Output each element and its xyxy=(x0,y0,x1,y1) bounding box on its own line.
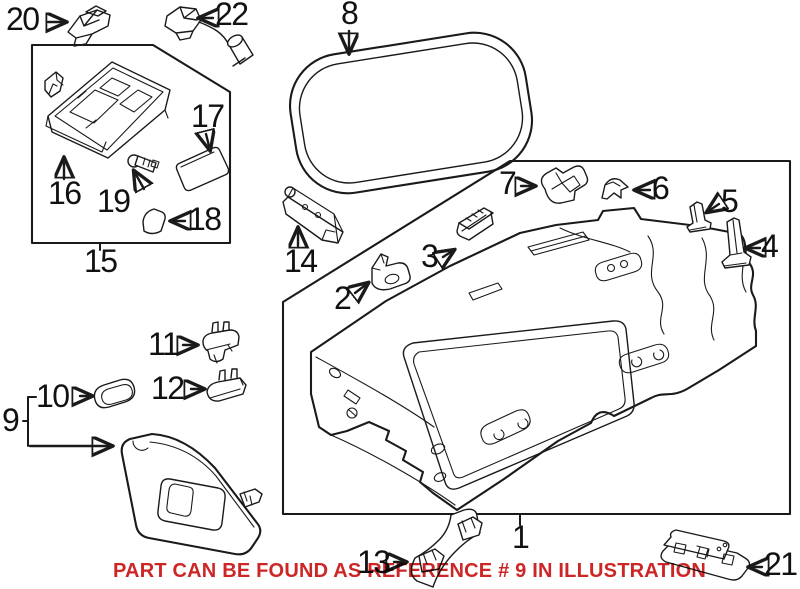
callout-1: 1 xyxy=(512,519,530,555)
part-12-hook-drawing xyxy=(206,368,247,402)
part-20-clip-drawing xyxy=(67,5,111,47)
group-box-15 xyxy=(30,43,232,245)
callout-11: 11 xyxy=(148,326,180,362)
callout-2: 2 xyxy=(334,280,352,316)
part-3-clip-drawing xyxy=(456,207,494,241)
callout-16: 16 xyxy=(48,175,82,211)
callout-10: 10 xyxy=(36,378,70,414)
callout-12: 12 xyxy=(151,370,185,406)
callout-20: 20 xyxy=(6,1,40,37)
part-14-lamp-drawing xyxy=(282,186,344,244)
callout-22: 22 xyxy=(215,0,249,32)
callout-15: 15 xyxy=(84,243,118,279)
part-11-clip-drawing xyxy=(202,321,240,364)
callout-21: 21 xyxy=(764,546,798,582)
callout-18: 18 xyxy=(188,201,222,237)
part-22-sensor-drawing xyxy=(164,6,254,67)
callout-4: 4 xyxy=(761,228,779,264)
callout-17: 17 xyxy=(191,98,225,134)
callout-6: 6 xyxy=(652,170,670,206)
callout-13: 13 xyxy=(357,544,391,580)
callout-14: 14 xyxy=(284,243,318,279)
callout-5: 5 xyxy=(721,183,739,219)
reference-note: PART CAN BE FOUND AS REFERENCE # 9 IN IL… xyxy=(113,560,706,582)
part-2-bracket-drawing xyxy=(371,253,411,291)
headliner-panel-drawing xyxy=(309,206,758,512)
part-19-bulb-drawing xyxy=(127,154,160,173)
main-box-part-1 xyxy=(281,159,792,516)
part-13-grab-handle-drawing xyxy=(410,508,483,588)
callout-19: 19 xyxy=(97,183,131,219)
part-9-sun-visor-drawing xyxy=(120,432,263,556)
part-5-peg-drawing xyxy=(686,201,712,233)
part-16-overhead-console-drawing xyxy=(44,61,171,159)
part-10-ring-drawing xyxy=(93,378,136,409)
part-18-lens-drawing xyxy=(142,208,166,235)
part-8-sunroof-seal-drawing xyxy=(288,31,534,195)
part-7-clip-drawing xyxy=(540,165,589,204)
callout-3: 3 xyxy=(421,238,439,274)
leader-arrows xyxy=(22,18,762,567)
callout-8: 8 xyxy=(341,0,359,31)
callout-7: 7 xyxy=(499,165,517,201)
callout-9: 9 xyxy=(2,402,20,438)
part-17-lens-drawing xyxy=(175,146,230,192)
part-6-clip-drawing xyxy=(601,178,629,200)
